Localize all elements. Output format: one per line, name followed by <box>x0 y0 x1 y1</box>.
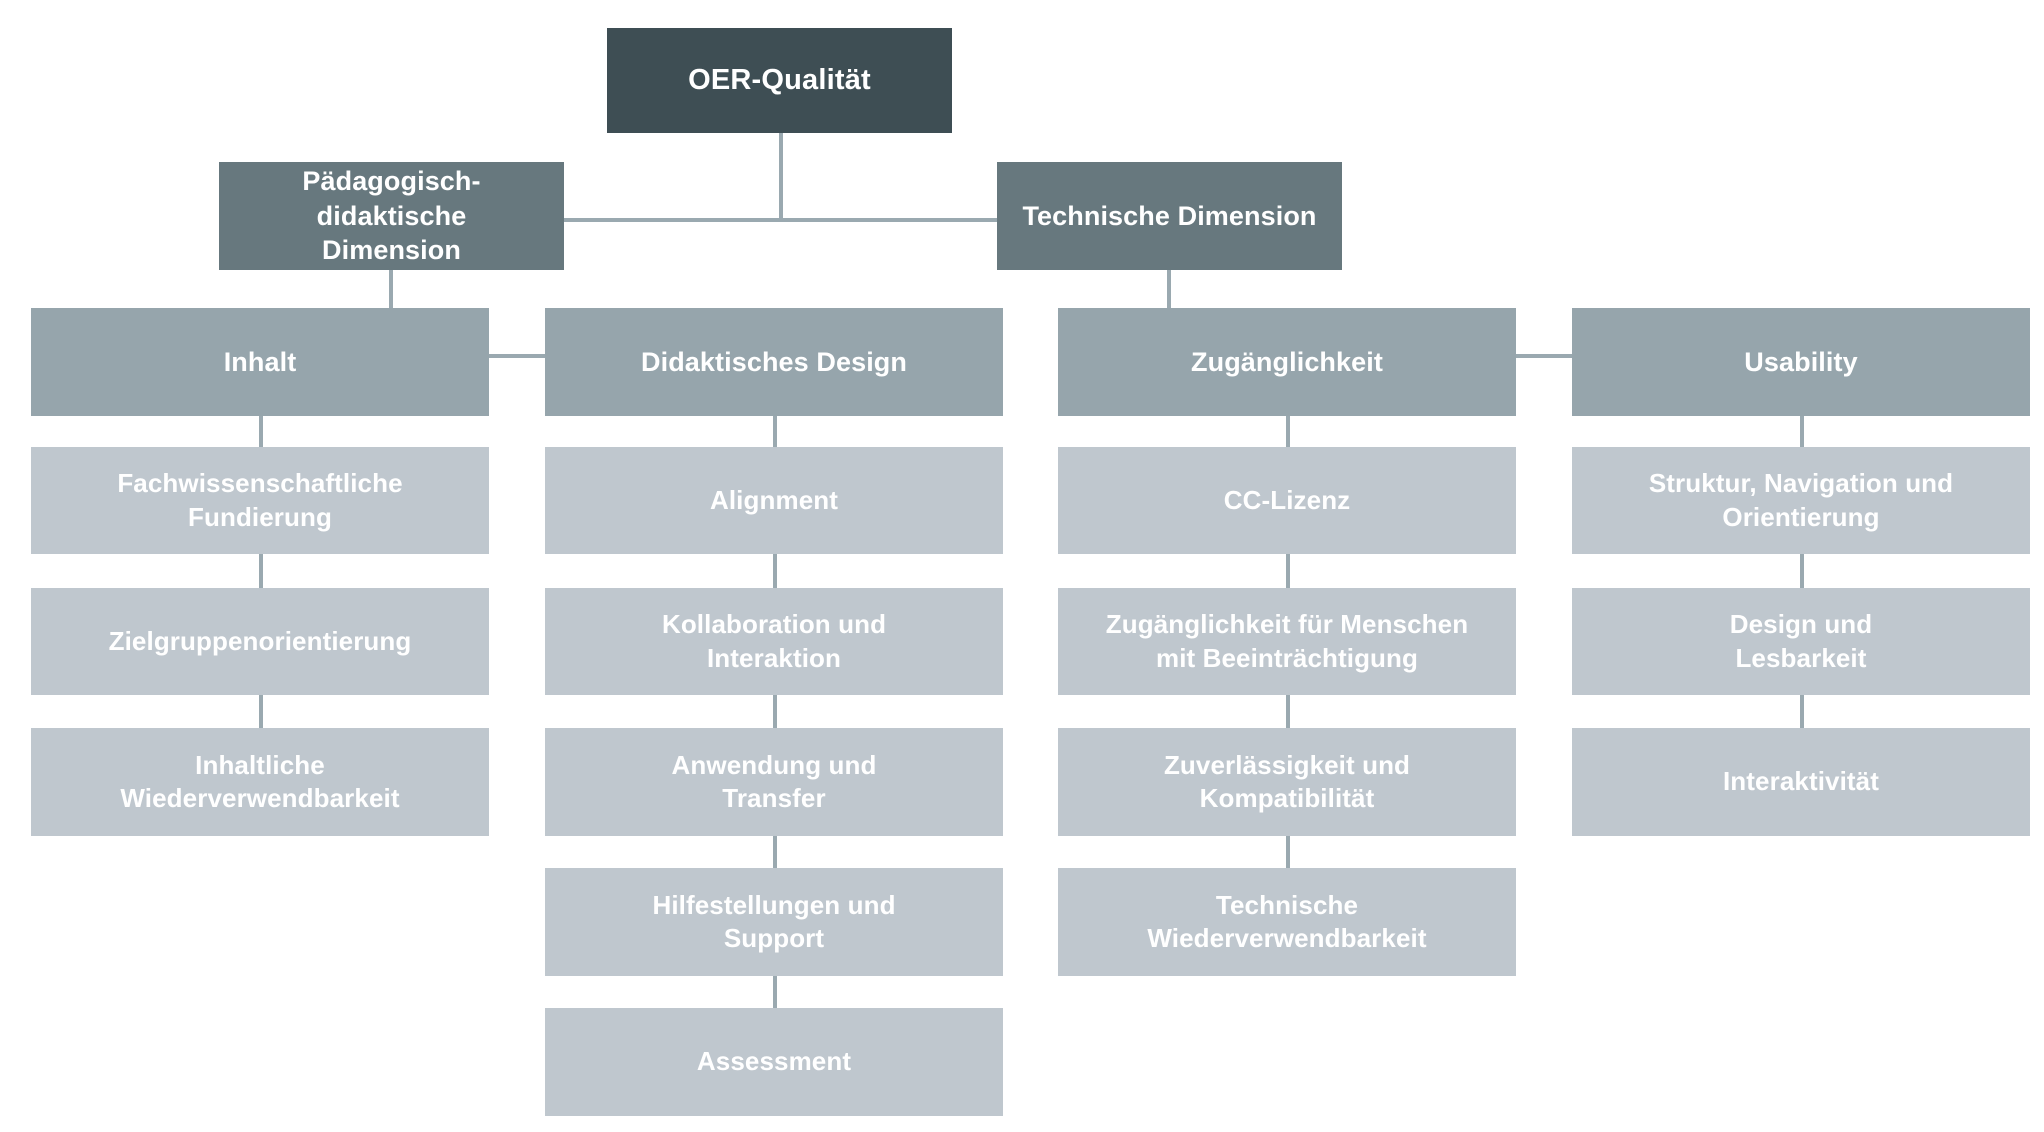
node-alignment[interactable]: Alignment <box>545 447 1003 554</box>
node-technische-dimension[interactable]: Technische Dimension <box>997 162 1342 270</box>
connector-dimensions-spine <box>563 218 1000 222</box>
node-anwendung-und-transfer[interactable]: Anwendung und Transfer <box>545 728 1003 836</box>
connector-didaktisches-design-5 <box>773 976 777 1010</box>
node-fachwissenschaftliche-fundierung[interactable]: Fachwissenschaftliche Fundierung <box>31 447 489 554</box>
node-design-und-lesbarkeit[interactable]: Design und Lesbarkeit <box>1572 588 2030 695</box>
connector-didaktisches-design-3 <box>773 695 777 730</box>
connector-root-down <box>779 133 783 220</box>
node-paedagogisch-didaktische-dimension[interactable]: Pädagogisch-didaktische Dimension <box>219 162 564 270</box>
node-zugaenglichkeit-fuer-menschen-mit-beeintraechtigung[interactable]: Zugänglichkeit für Menschen mit Beeinträ… <box>1058 588 1516 695</box>
node-inhalt[interactable]: Inhalt <box>31 308 489 416</box>
node-kollaboration-und-interaktion[interactable]: Kollaboration und Interaktion <box>545 588 1003 695</box>
connector-usability-3 <box>1800 695 1804 730</box>
connector-usability-2 <box>1800 554 1804 590</box>
connector-didaktisches-design-4 <box>773 836 777 870</box>
node-assessment[interactable]: Assessment <box>545 1008 1003 1116</box>
node-zuverlaessigkeit-und-kompatibilitaet[interactable]: Zuverlässigkeit und Kompatibilität <box>1058 728 1516 836</box>
connector-didaktisches-design-1 <box>773 416 777 449</box>
node-didaktisches-design[interactable]: Didaktisches Design <box>545 308 1003 416</box>
node-zielgruppenorientierung[interactable]: Zielgruppenorientierung <box>31 588 489 695</box>
node-interaktivitaet[interactable]: Interaktivität <box>1572 728 2030 836</box>
node-cc-lizenz[interactable]: CC-Lizenz <box>1058 447 1516 554</box>
node-usability[interactable]: Usability <box>1572 308 2030 416</box>
node-struktur-navigation-und-orientierung[interactable]: Struktur, Navigation und Orientierung <box>1572 447 2030 554</box>
connector-zugaenglichkeit-3 <box>1286 695 1290 730</box>
connector-zugaenglichkeit-2 <box>1286 554 1290 590</box>
node-inhaltliche-wiederverwendbarkeit[interactable]: Inhaltliche Wiederverwendbarkeit <box>31 728 489 836</box>
node-oer-qualitaet[interactable]: OER-Qualität <box>607 28 952 133</box>
node-technische-wiederverwendbarkeit[interactable]: Technische Wiederverwendbarkeit <box>1058 868 1516 976</box>
connector-usability-1 <box>1800 416 1804 449</box>
node-zugaenglichkeit[interactable]: Zugänglichkeit <box>1058 308 1516 416</box>
connector-technische-spine <box>1288 354 1802 358</box>
connector-didaktisches-design-2 <box>773 554 777 590</box>
connector-zugaenglichkeit-4 <box>1286 836 1290 870</box>
connector-inhalt-1 <box>259 416 263 449</box>
connector-inhalt-3 <box>259 695 263 730</box>
connector-zugaenglichkeit-1 <box>1286 416 1290 449</box>
connector-inhalt-2 <box>259 554 263 590</box>
node-hilfestellungen-und-support[interactable]: Hilfestellungen und Support <box>545 868 1003 976</box>
